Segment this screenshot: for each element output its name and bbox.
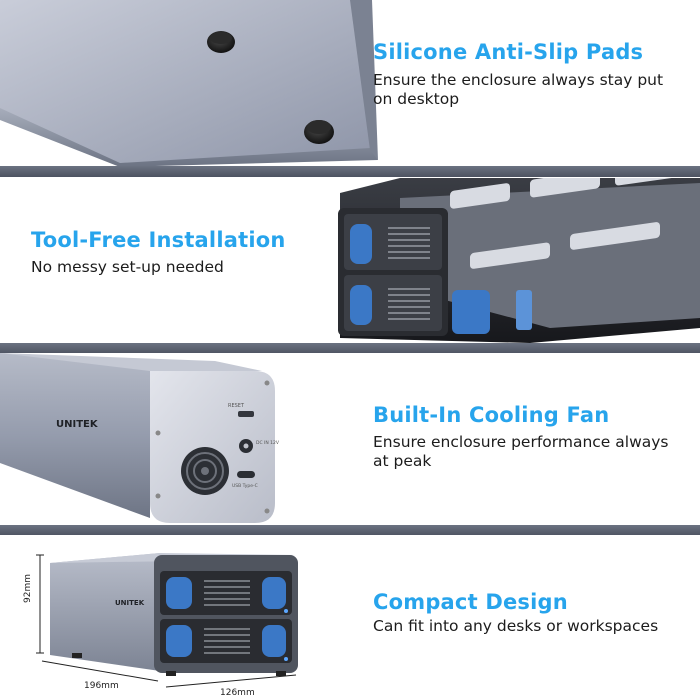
dimension-height: 92mm — [23, 574, 33, 603]
reset-button-icon — [238, 411, 254, 417]
port-label-usb: USB Type-C — [232, 483, 258, 489]
bay-light-icon — [350, 285, 372, 325]
dimension-length: 196mm — [84, 681, 119, 691]
enclosure-dimensions-image: 92mm 196mm 126mm UNITEK — [23, 553, 298, 698]
feature-description: No messy set-up needed — [31, 258, 224, 276]
feature-title: Silicone Anti-Slip Pads — [373, 40, 644, 64]
feature-title: Compact Design — [373, 590, 568, 614]
dimension-width: 126mm — [220, 688, 255, 698]
cooling-fan-icon — [181, 447, 229, 495]
feature-anti-slip-pads: Silicone Anti-Slip Pads Ensure the enclo… — [0, 0, 700, 167]
feature-title: Tool-Free Installation — [31, 228, 286, 252]
feature-description: Can fit into any desks or workspaces — [373, 617, 659, 635]
section-divider — [0, 343, 700, 354]
feature-cooling-fan: UNITEK UNITEK RESET DC IN 12V USB Type-C… — [0, 353, 700, 525]
bay-light-icon — [166, 625, 286, 657]
section-divider — [0, 166, 700, 177]
feature-tool-free-installation: Tool-Free Installation No messy set-up n… — [0, 178, 700, 343]
bay-light-icon — [166, 577, 286, 609]
brand-logo: UNITEK — [56, 419, 99, 430]
enclosure-bottom-image — [0, 0, 378, 167]
enclosure-rear-image: UNITEK UNITEK RESET DC IN 12V USB Type-C — [0, 353, 280, 523]
anti-slip-pad-icon — [207, 31, 235, 53]
feature-compact-design: 92mm 196mm 126mm UNITEK — [0, 535, 700, 700]
section-divider — [0, 525, 700, 536]
drive-tray-image — [338, 178, 700, 343]
feature-description: Ensure the enclosure always stay put on … — [373, 71, 664, 108]
power-port-icon — [239, 439, 253, 453]
feature-title: Built-In Cooling Fan — [373, 403, 610, 427]
brand-logo: UNITEK — [115, 599, 145, 607]
usb-c-port-icon — [237, 471, 255, 478]
port-label-dc: DC IN 12V — [256, 440, 280, 446]
feature-description: Ensure enclosure performance always at p… — [373, 433, 669, 470]
dimension-lines — [36, 554, 297, 688]
bay-light-icon — [350, 224, 372, 264]
anti-slip-pad-icon — [304, 120, 334, 144]
port-label-reset: RESET — [228, 403, 245, 409]
